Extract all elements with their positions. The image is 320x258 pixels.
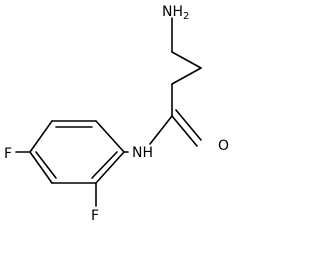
- carbonyl-oxygen-label: O: [218, 138, 229, 154]
- carbonyl-double-bond: [171, 109, 202, 147]
- carbonyl-bond-line-2: [175, 109, 202, 141]
- bond-c1-c2: [171, 51, 202, 69]
- fluorine-para-label: F: [4, 146, 12, 162]
- ring-double-bond-3: [91, 151, 118, 179]
- ring-bond-6: [95, 151, 125, 184]
- amide-nitrogen-label: NH: [132, 145, 153, 161]
- amine-label: NH2: [162, 4, 189, 22]
- amine-label-main: NH: [162, 4, 183, 20]
- ring-bond-4: [29, 151, 53, 184]
- bond-c2-c3: [171, 67, 202, 85]
- amine-label-subscript: 2: [183, 11, 189, 22]
- ring-bond-3: [29, 120, 53, 153]
- fluorine-ortho-label: F: [91, 208, 99, 224]
- chemical-structure: NH2 O NH F F: [4, 4, 229, 224]
- benzene-ring: [29, 120, 125, 184]
- ring-double-bond-2: [35, 151, 57, 179]
- carbonyl-bond-line-1: [171, 115, 198, 147]
- aliphatic-chain-bonds: [171, 17, 202, 117]
- ring-bond-1: [95, 120, 125, 153]
- bond-carbonyl-amide-n: [149, 115, 173, 145]
